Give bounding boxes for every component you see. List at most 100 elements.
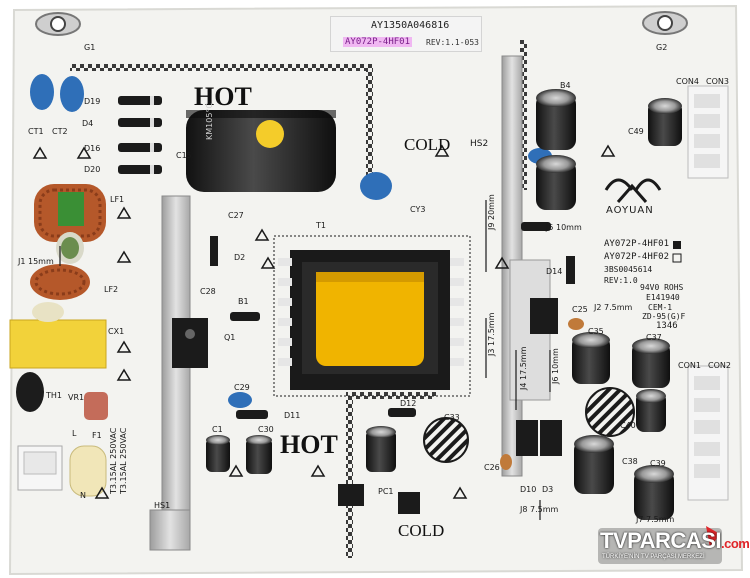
ref-c28: C28 bbox=[200, 287, 216, 296]
output-rectifiers bbox=[516, 298, 562, 456]
capacitor-c40-footprint bbox=[585, 387, 635, 437]
bulk-capacitor bbox=[186, 110, 336, 192]
ref-lf2: LF2 bbox=[104, 285, 119, 294]
y-capacitor-cy3 bbox=[360, 172, 392, 200]
cold-label-bottom: COLD bbox=[398, 521, 445, 540]
varistor-vr1 bbox=[84, 392, 108, 420]
part-number: 3BS0045614 bbox=[604, 265, 653, 274]
zd-label: ZD-95(G)F bbox=[642, 312, 686, 321]
ref-c25: C25 bbox=[572, 305, 588, 314]
ref-c26: C26 bbox=[484, 463, 500, 472]
ref-q1: Q1 bbox=[224, 333, 236, 342]
ref-c29: C29 bbox=[234, 383, 250, 392]
capacitor-c1 bbox=[206, 435, 230, 472]
capacitor-c33-mid bbox=[366, 426, 396, 472]
ref-d20: D20 bbox=[84, 165, 101, 174]
ref-c27: C27 bbox=[228, 211, 244, 220]
fuse-f1 bbox=[69, 445, 107, 497]
jumper-j5-label: J5 10mm bbox=[546, 223, 582, 232]
ref-c38: C38 bbox=[622, 457, 638, 466]
jumpers bbox=[59, 200, 551, 520]
jumper-j3-label: J3 17.5mm bbox=[487, 312, 496, 356]
jumper-j6-label: J6 10mm bbox=[551, 348, 560, 384]
fuse-rating-2: T3.15AL 250VAC bbox=[119, 427, 128, 494]
serial-number: AY1350A046816 bbox=[371, 20, 450, 31]
jumper-j2-label: J2 7.5mm bbox=[594, 303, 633, 312]
small-components bbox=[210, 148, 584, 514]
heatsink-hs1 bbox=[149, 195, 191, 551]
ref-con4: CON4 bbox=[676, 77, 699, 86]
warning-triangles bbox=[32, 144, 616, 499]
ref-th1: TH1 bbox=[46, 391, 62, 400]
aoyuan-logo bbox=[604, 178, 662, 203]
serial-sticker: AY1350A046816 AY072P-4HF01 REV:1.1-053 bbox=[330, 16, 482, 52]
ref-lf1: LF1 bbox=[110, 195, 125, 204]
ref-t1: T1 bbox=[316, 221, 326, 230]
ref-b1: B1 bbox=[238, 297, 249, 306]
ref-c33: C33 bbox=[444, 413, 460, 422]
ref-con1: CON1 bbox=[678, 361, 701, 370]
mounting-hole-g1 bbox=[35, 12, 81, 36]
brand-label: AOYUAN bbox=[606, 205, 654, 216]
date-code: 1346 bbox=[656, 321, 678, 331]
mounting-hole-g2 bbox=[642, 11, 688, 35]
ref-c30: C30 bbox=[258, 425, 274, 434]
jumper-j9-label: J9 20mm bbox=[487, 194, 496, 230]
ref-cx1: CX1 bbox=[108, 327, 125, 336]
ref-vr1: VR1 bbox=[68, 393, 85, 402]
ref-d11: D11 bbox=[284, 411, 301, 420]
ref-pc1: PC1 bbox=[378, 487, 394, 496]
ref-d16: D16 bbox=[84, 144, 101, 153]
ref-con2: CON2 bbox=[708, 361, 731, 370]
ref-g2: G2 bbox=[656, 43, 668, 52]
model-print-2: AY072P-4HF02 bbox=[604, 252, 670, 262]
ref-l: L bbox=[72, 429, 77, 438]
ref-d10: D10 bbox=[520, 485, 537, 494]
sticker-model: AY072P-4HF01 bbox=[343, 37, 413, 47]
ref-con3: CON3 bbox=[706, 77, 729, 86]
fuse-rating-1: T3.15AL 250VAC bbox=[109, 427, 118, 494]
connector-con1 bbox=[687, 365, 729, 501]
watermark-text: TVPARCASI bbox=[600, 528, 722, 553]
ref-c37: C37 bbox=[646, 333, 662, 342]
ref-d12: D12 bbox=[400, 399, 417, 408]
watermark-badge bbox=[598, 526, 722, 564]
bulk-cap-print: KM105°C bbox=[205, 102, 214, 140]
connector-con3 bbox=[687, 85, 729, 179]
checkbox-filled bbox=[673, 241, 681, 249]
output-capacitors bbox=[536, 89, 682, 520]
jumper-j8-label: J8 7.5mm bbox=[520, 505, 559, 514]
ref-d3: D3 bbox=[542, 485, 554, 494]
checkbox-empty bbox=[672, 253, 682, 263]
ref-d14: D14 bbox=[546, 267, 563, 276]
revision-label: REV:1.0 bbox=[604, 276, 638, 285]
ref-c1: C1 bbox=[212, 425, 223, 434]
ref-c40: C40 bbox=[620, 421, 636, 430]
watermark-subtitle: TÜRKİYE'NİN TV PARÇASI MERKEZİ bbox=[602, 554, 705, 560]
ref-f1: F1 bbox=[92, 431, 102, 440]
hs2-label: HS2 bbox=[470, 139, 489, 149]
ref-g1: G1 bbox=[84, 43, 96, 52]
ref-ct2: CT2 bbox=[52, 127, 68, 136]
ref-d2: D2 bbox=[234, 253, 246, 262]
cert-label: E141940 bbox=[646, 293, 680, 302]
choke-lf2 bbox=[30, 264, 90, 300]
hot-label-top: HOT bbox=[194, 82, 252, 111]
mosfet-q1 bbox=[172, 318, 208, 368]
ref-d4: D4 bbox=[82, 119, 94, 128]
watermark: TVPARCASI.com TÜRKİYE'NİN TV PARÇASI MER… bbox=[600, 528, 750, 560]
ref-b4: B4 bbox=[560, 81, 571, 90]
capacitor-c30 bbox=[246, 435, 272, 474]
x-capacitor-cx1 bbox=[9, 302, 107, 369]
rohs-label: 94V0 ROHS bbox=[640, 283, 684, 292]
model-print-1: AY072P-4HF01 bbox=[604, 239, 670, 249]
thermistor-th1 bbox=[16, 372, 44, 412]
rectifier-diodes bbox=[118, 96, 162, 174]
transformer-t1 bbox=[273, 235, 471, 397]
jumper-j7-label: J7 7.5mm bbox=[636, 515, 675, 524]
ref-d19: D19 bbox=[84, 97, 101, 106]
ref-c49: C49 bbox=[628, 127, 644, 136]
jumper-j1-label: J1 15mm bbox=[18, 257, 54, 266]
